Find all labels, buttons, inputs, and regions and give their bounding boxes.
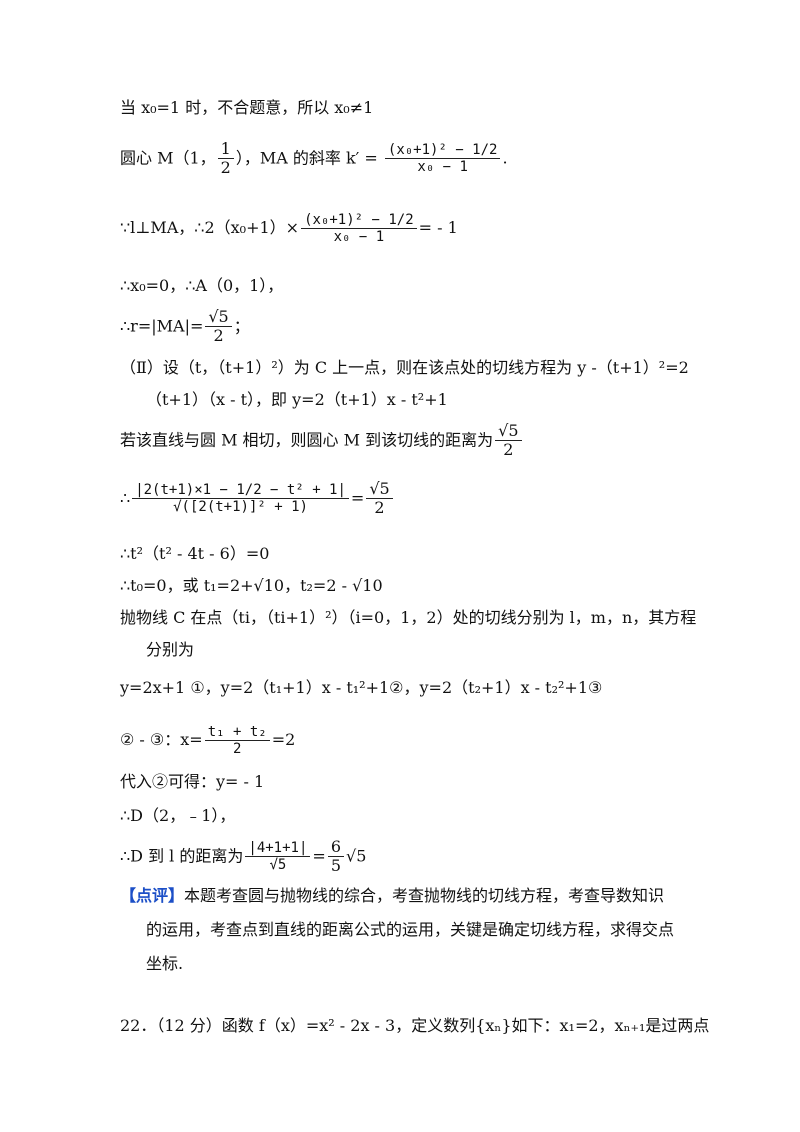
denominator: 2 bbox=[213, 326, 224, 346]
fraction: |2(t+1)×1 − 1/2 − t² + 1|√([2(t+1)]² + 1… bbox=[132, 482, 349, 515]
numerator: √5 bbox=[366, 479, 393, 500]
numerator: 6 bbox=[327, 837, 344, 858]
formula-line: ∴|2(t+1)×1 − 1/2 − t² + 1|√([2(t+1)]² + … bbox=[120, 479, 395, 518]
text-fragment: 圆心 M（1， bbox=[120, 148, 216, 168]
fraction: |4+1+1|√5 bbox=[245, 840, 311, 874]
numerator: (x₀+1)² − 1/2 bbox=[384, 142, 501, 160]
text-fragment: ），MA 的斜率 bbox=[235, 148, 341, 168]
text-fragment: . bbox=[502, 148, 508, 168]
text-fragment: ∴D 到 l 的距离为 bbox=[120, 846, 244, 866]
text-line: ∴t₀=0，或 t₁=2+√10，t₂=2 - √10 bbox=[120, 576, 383, 595]
denominator: 2 bbox=[232, 741, 242, 758]
numerator: |4+1+1| bbox=[245, 840, 311, 858]
text-fragment: ② - ③：x= bbox=[120, 730, 203, 750]
text-fragment: = bbox=[350, 488, 365, 508]
numerator: t₁ + t₂ bbox=[204, 724, 270, 742]
comment-text: 本题考查圆与抛物线的综合，考查抛物线的切线方程，考查导数知识 bbox=[184, 886, 665, 905]
text-fragment: ∴ bbox=[120, 488, 131, 508]
text-fragment: 若该直线与圆 M 相切，则圆心 M 到该切线的距离为 bbox=[120, 430, 494, 450]
text-fragment: = - 1 bbox=[418, 218, 458, 238]
text-fragment: ∴r=|MA|= bbox=[120, 316, 204, 336]
text-line: ∴x₀=0，∴A（0，1）， bbox=[120, 276, 284, 295]
text-fragment: √5 bbox=[346, 846, 367, 866]
slope-symbol: k′ = bbox=[345, 148, 378, 168]
text-line: （Ⅱ）设（t，（t+1）²）为 C 上一点，则在该点处的切线方程为 y -（t+… bbox=[120, 358, 689, 377]
text-fragment: = bbox=[312, 846, 326, 866]
text-fragment: ∵l⊥MA，∴2（x₀+1）× bbox=[120, 218, 300, 238]
text-line: ∴t²（t² - 4t - 6）=0 bbox=[120, 544, 270, 563]
text-line: 分别为 bbox=[146, 640, 195, 659]
text-line: 当 x₀=1 时，不合题意，所以 x₀≠1 bbox=[120, 98, 374, 117]
denominator: 2 bbox=[503, 440, 514, 460]
text-fragment: ； bbox=[233, 316, 250, 336]
denominator: 2 bbox=[220, 158, 231, 178]
text-line: 代入②可得：y= - 1 bbox=[120, 772, 265, 791]
comment-line: 【点评】本题考查圆与抛物线的综合，考查抛物线的切线方程，考查导数知识 bbox=[120, 888, 664, 904]
comment-text: 的运用，考查点到直线的距离公式的运用，关键是确定切线方程，求得交点 bbox=[146, 920, 675, 939]
text-fragment: =2 bbox=[271, 730, 296, 750]
question-line: 22．（12 分）函数 f（x）=x² - 2x - 3，定义数列{xₙ}如下：… bbox=[120, 1016, 710, 1035]
text-line: （t+1）（x - t），即 y=2（t+1）x - t²+1 bbox=[146, 390, 448, 409]
denominator: √5 bbox=[269, 857, 287, 874]
text-line: 抛物线 C 在点（ti，（ti+1）²）（i=0，1，2）处的切线分别为 l，m… bbox=[120, 608, 697, 627]
numerator: (x₀+1)² − 1/2 bbox=[301, 212, 417, 230]
numerator: √5 bbox=[495, 421, 522, 442]
text-line: y=2x+1 ①，y=2（t₁+1）x - t₁²+1②，y=2（t₂+1）x … bbox=[120, 678, 603, 697]
numerator: |2(t+1)×1 − 1/2 − t² + 1| bbox=[132, 482, 349, 500]
comment-tag: 【点评】 bbox=[120, 886, 185, 905]
denominator: x₀ − 1 bbox=[417, 159, 468, 176]
denominator: x₀ − 1 bbox=[333, 229, 385, 246]
numerator: √5 bbox=[205, 307, 232, 328]
denominator: 2 bbox=[374, 498, 385, 518]
comment-text: 坐标. bbox=[146, 954, 184, 973]
text-line: ∴D（2，﹣1）， bbox=[120, 806, 236, 825]
numerator: 1 bbox=[217, 139, 234, 160]
denominator: 5 bbox=[330, 856, 341, 876]
denominator: √([2(t+1)]² + 1) bbox=[173, 499, 308, 516]
